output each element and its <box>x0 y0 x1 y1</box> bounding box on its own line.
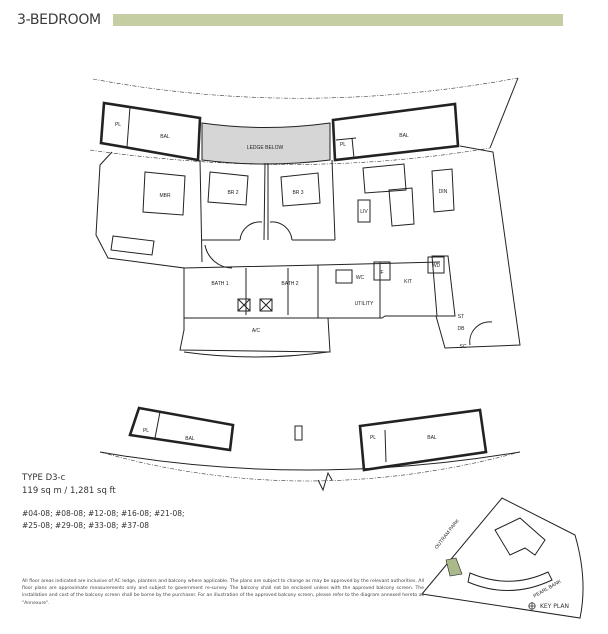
outer-arc <box>92 77 519 99</box>
label-fridge: F <box>380 270 383 276</box>
unit-numbers-line-2: #25-08; #29-08; #33-08; #37-08 <box>22 521 150 530</box>
room-labels: PL BAL LEDGE BELOW PL BAL MBR BR 2 BR 3 … <box>115 122 467 350</box>
label-pl-right: PL <box>340 142 346 148</box>
label-wd: WD <box>432 263 441 269</box>
lower-label-bal-left: BAL <box>185 436 195 442</box>
road-outram-park: OUTRAM PARK <box>434 518 461 551</box>
balcony-right <box>331 102 460 162</box>
label-st: ST <box>458 314 464 320</box>
label-bal-right: BAL <box>399 133 409 139</box>
lower-label-bal-right: BAL <box>427 435 437 441</box>
lower-label-pl-right: PL <box>370 435 376 441</box>
title-accent-bar <box>113 14 563 26</box>
label-ac: A/C <box>252 328 261 334</box>
key-plan-label: KEY PLAN <box>540 603 569 610</box>
label-db: DB <box>458 326 466 332</box>
label-kit: KIT <box>404 279 412 285</box>
key-plan-highlight <box>445 557 463 577</box>
label-pl-left: PL <box>115 122 121 128</box>
unit-area: 119 sq m / 1,281 sq ft <box>22 486 116 496</box>
north-compass-icon <box>528 602 536 610</box>
label-din: DIN <box>439 189 448 195</box>
unit-numbers: #04-08; #08-08; #12-08; #16-08; #21-08; … <box>22 508 185 532</box>
label-bath2: BATH 2 <box>281 281 298 287</box>
label-utility: UTILITY <box>355 301 374 307</box>
key-plan: OUTRAM PARK PEARL BANK <box>421 497 584 619</box>
label-sc: SC <box>460 344 467 350</box>
label-liv: LIV <box>360 209 368 215</box>
label-bath1: BATH 1 <box>211 281 228 287</box>
label-ledge-below: LEDGE BELOW <box>247 145 284 151</box>
label-br2: BR 2 <box>227 190 238 196</box>
label-bal-left: BAL <box>160 134 170 140</box>
label-br3: BR 3 <box>292 190 303 196</box>
label-wc: WC <box>356 275 365 281</box>
disclaimer: All floor areas indicated are inclusive … <box>22 579 424 606</box>
unit-type: TYPE D3-c <box>22 473 66 483</box>
lower-label-pl-left: PL <box>143 428 149 434</box>
unit-numbers-line-1: #04-08; #08-08; #12-08; #16-08; #21-08; <box>22 509 185 518</box>
balcony-left <box>99 101 202 162</box>
lower-floor-plan: PL BAL PL BAL <box>99 406 521 492</box>
label-mbr: MBR <box>159 193 171 199</box>
ledge-below <box>201 122 331 165</box>
page-title: 3-BEDROOM <box>17 12 101 28</box>
inner-arc <box>89 147 491 165</box>
